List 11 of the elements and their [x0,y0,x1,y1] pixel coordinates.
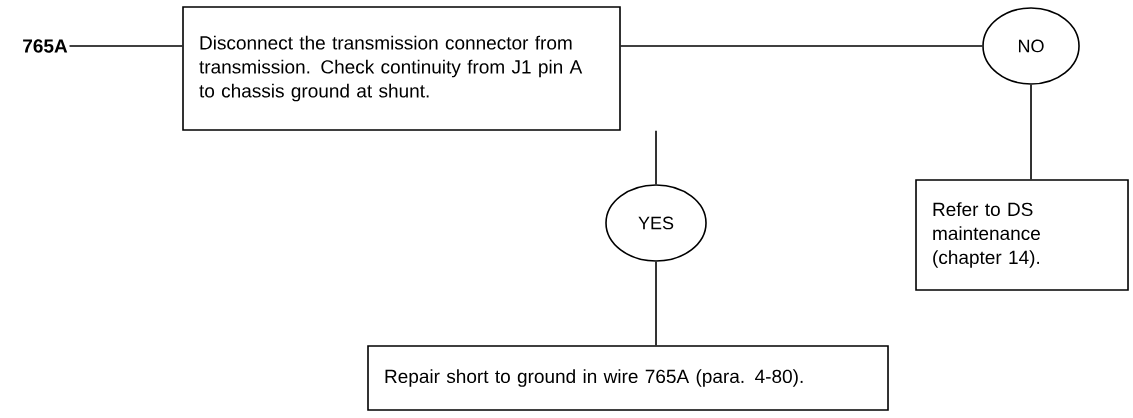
decision-oval: NO [982,7,1080,85]
decision-oval: YES [605,184,707,262]
process-box: Disconnect the transmission connector from transmission. Check continuity from J1 pin A to chassis ground at shunt. [182,6,621,131]
process-box: Repair short to ground in wire 765A (para. 4-80). [367,345,889,411]
connector-line [68,45,183,47]
connector-line [620,45,983,47]
connector-line [655,130,657,185]
process-box: Refer to DS maintenance (chapter 14). [915,179,1129,291]
connector-line [1030,84,1032,180]
reference-label: 765A [23,39,68,53]
connector-line [655,261,657,346]
